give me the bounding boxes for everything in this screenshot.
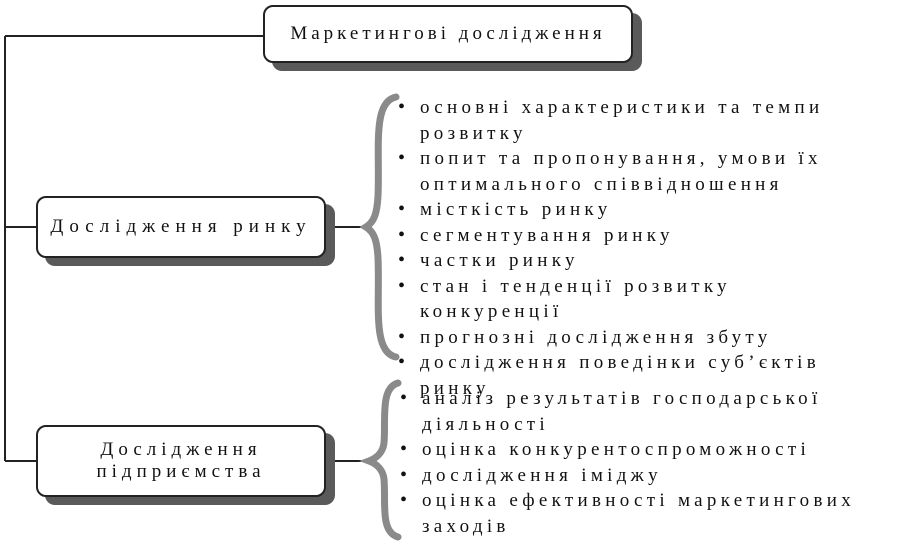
- enterprise-research-box: Дослідження підприємства: [36, 425, 326, 497]
- list-item: оцінка ефективності маркетингових заході…: [400, 488, 870, 539]
- enterprise-research-list: аналіз результатів господарської діяльно…: [400, 386, 870, 539]
- list-item: сегментування ринку: [398, 223, 878, 249]
- market-research-box: Дослідження ринку: [36, 196, 326, 258]
- market-research-list: основні характеристики та темпи розвитку…: [398, 95, 878, 401]
- market-brace: [359, 93, 400, 361]
- title-text: Маркетингові дослідження: [290, 23, 606, 44]
- enterprise-research-label-line-2: підприємства: [96, 461, 266, 482]
- list-item: аналіз результатів господарської діяльно…: [400, 386, 870, 437]
- enterprise-research-label-line-1: Дослідження: [100, 439, 262, 460]
- market-research-label: Дослідження ринку: [50, 216, 312, 237]
- list-item: частки ринку: [398, 248, 878, 274]
- list-item: стан і тенденції розвитку конкуренції: [398, 274, 878, 325]
- list-item: дослідження іміджу: [400, 463, 870, 489]
- list-item: основні характеристики та темпи розвитку: [398, 95, 878, 146]
- list-item: оцінка конкурентоспроможності: [400, 437, 870, 463]
- list-item: попит та пропонування, умови їх оптималь…: [398, 146, 878, 197]
- list-item: прогнозні дослідження збуту: [398, 325, 878, 351]
- list-item: місткість ринку: [398, 197, 878, 223]
- enterprise-brace: [359, 379, 402, 541]
- title-box: Маркетингові дослідження: [263, 5, 633, 63]
